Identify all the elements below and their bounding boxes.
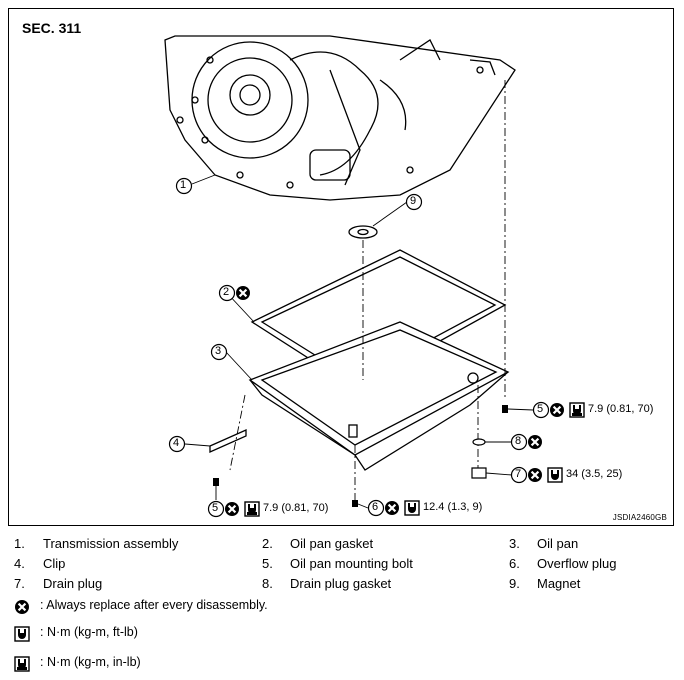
callout-4: 4 xyxy=(173,437,180,449)
transmission-assembly xyxy=(164,35,516,201)
part-6-name: Overflow plug xyxy=(537,556,617,571)
figure-code: JSDIA2460GB xyxy=(612,513,667,522)
replace-icon xyxy=(13,598,31,616)
part-9-num: 9. xyxy=(509,576,520,591)
callout-5-top: 5 xyxy=(537,403,544,415)
ft-lb-legend-text: : N·m (kg-m, ft-lb) xyxy=(40,625,138,639)
callout-circles xyxy=(168,177,550,518)
alignment-lines xyxy=(229,80,506,500)
in-lb-legend-text: : N·m (kg-m, in-lb) xyxy=(40,655,141,669)
section-label: SEC. 311 xyxy=(22,20,82,36)
part-5-name: Oil pan mounting bolt xyxy=(290,556,413,571)
part-8-num: 8. xyxy=(262,576,273,591)
part-3-num: 3. xyxy=(509,536,520,551)
part-3-name: Oil pan xyxy=(537,536,579,551)
part-2-num: 2. xyxy=(262,536,273,551)
torque-drain-plug: 34 (3.5, 25) xyxy=(566,468,623,480)
part-8-name: Drain plug gasket xyxy=(290,576,392,591)
part-7-num: 7. xyxy=(14,576,25,591)
callout-3: 3 xyxy=(215,345,222,357)
exploded-view-drawing xyxy=(164,35,585,518)
callout-5-bottom: 5 xyxy=(212,502,219,514)
part-1-name: Transmission assembly xyxy=(43,536,179,551)
part-6-num: 6. xyxy=(509,556,520,571)
callout-7: 7 xyxy=(515,468,522,480)
magnet xyxy=(348,225,378,239)
callout-1: 1 xyxy=(180,179,187,191)
part-4-num: 4. xyxy=(14,556,25,571)
replace-legend-text: : Always replace after every disassembly… xyxy=(40,598,268,612)
part-1-num: 1. xyxy=(14,536,25,551)
callout-9: 9 xyxy=(410,195,417,207)
torque-wrench-inlb-icon xyxy=(14,656,30,672)
part-4-name: Clip xyxy=(43,556,66,571)
torque-bolt-bottom: 7.9 (0.81, 70) xyxy=(263,502,329,514)
callout-8: 8 xyxy=(515,435,522,447)
part-2-name: Oil pan gasket xyxy=(290,536,374,551)
fasteners xyxy=(213,405,508,507)
part-5-num: 5. xyxy=(262,556,273,571)
torque-bolt-top: 7.9 (0.81, 70) xyxy=(588,403,654,415)
part-9-name: Magnet xyxy=(537,576,581,591)
torque-wrench-icon xyxy=(14,626,30,642)
callout-6: 6 xyxy=(372,501,379,513)
oil-pan xyxy=(248,321,510,471)
clip-part xyxy=(209,428,247,454)
part-7-name: Drain plug xyxy=(43,576,103,591)
callout-2: 2 xyxy=(223,286,230,298)
torque-overflow-plug: 12.4 (1.3, 9) xyxy=(423,501,483,513)
